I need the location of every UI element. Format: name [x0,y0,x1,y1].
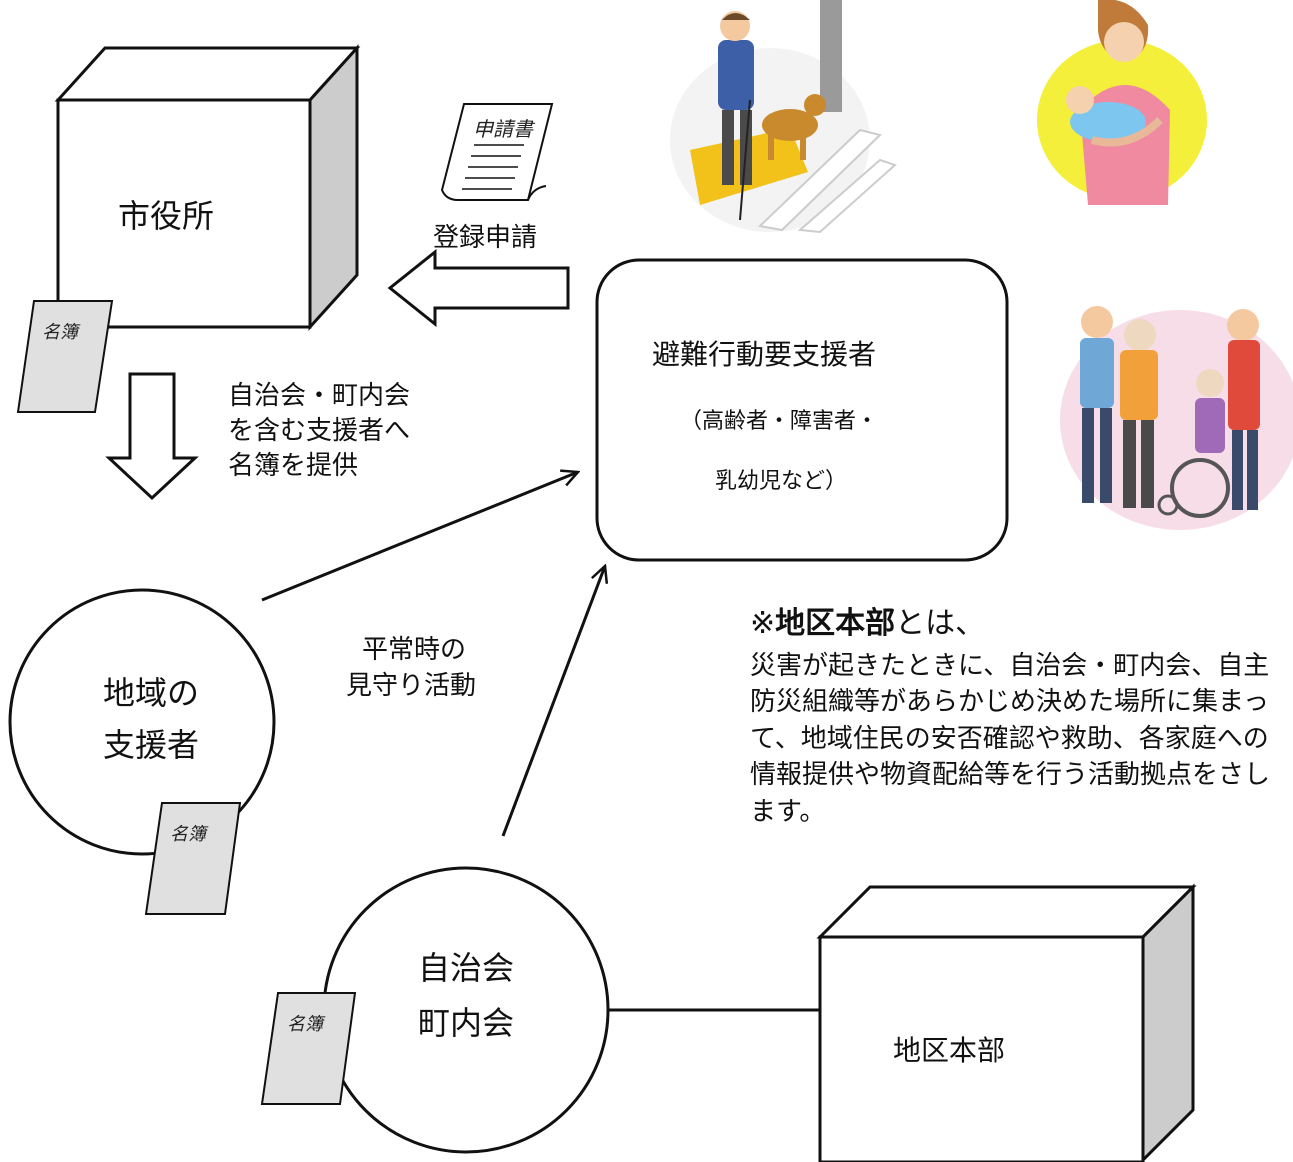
local-supporter-label-line2: 支援者 [103,726,200,764]
provide-list-label-line1: 自治会・町内会 [228,381,411,411]
family-wheelchair-illustration [1060,306,1293,530]
evacuee-note-line2: 乳幼児など） [715,469,848,494]
application-form-icon [440,103,554,201]
city-hall-label: 市役所 [118,197,215,235]
ledger-book-neighborhood [260,992,357,1105]
district-hq-label: 地区本部 [893,1034,1006,1067]
supporter-to-evacuee-line [261,472,578,602]
local-supporter-circle [8,588,276,856]
ledger-label-supporter: 名簿 [170,824,206,845]
provide-list-label-line2: を含む支援者へ [228,416,411,446]
evacuee-note-line1: （高齢者・障害者・ [680,409,879,434]
ledger-book-supporter [144,802,242,915]
evacuee-box [595,258,1009,562]
local-supporter-label-line1: 地域の [103,674,200,712]
watch-label-line2: 見守り活動 [346,671,477,701]
note-suffix: とは、 [895,606,986,641]
watch-label-line1: 平常時の [362,635,467,665]
note-term: 地区本部 [775,606,896,641]
neighborhood-label-line2: 町内会 [418,1004,515,1042]
ledger-label-cityhall: 名簿 [42,322,78,343]
note-title: ※地区本部とは、 [750,605,985,643]
registration-label: 登録申請 [433,223,538,253]
note-prefix: ※ [750,606,776,641]
note-body: 災害が起きたときに、自治会・町内会、自主防災組織等があらかじめ決めた場所に集まっ… [750,651,1271,827]
provide-list-label-line3: 名簿を提供 [228,451,359,481]
evacuee-label: 避難行動要支援者 [652,338,877,371]
guide-dog-user-illustration [670,0,897,234]
ledger-book-cityhall [16,300,114,413]
mother-infant-illustration [1037,0,1207,205]
city-hall-cube [54,44,361,331]
registration-arrow [387,248,570,328]
neighborhood-to-evacuee-line [501,566,605,837]
neighborhood-label-line1: 自治会 [418,949,515,987]
district-hq-cube [816,883,1197,1162]
provide-list-arrow [105,372,199,501]
application-form-label: 申請書 [473,117,533,141]
ledger-label-neighborhood: 名簿 [287,1014,323,1035]
